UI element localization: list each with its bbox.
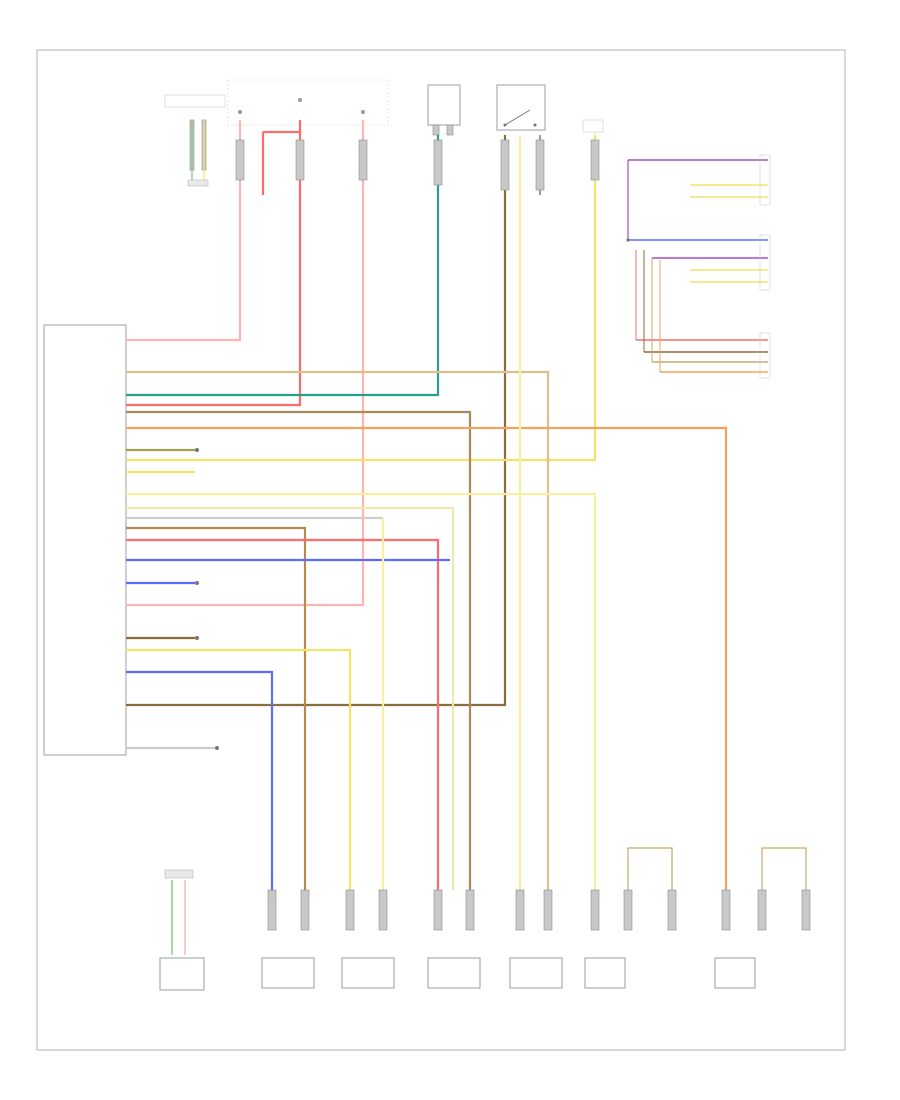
wire-pale-1	[126, 492, 597, 890]
wire-brown-3	[126, 526, 307, 890]
wire-tan-1	[126, 370, 550, 890]
control-module	[43, 324, 127, 756]
relay-fuse-box	[227, 79, 389, 126]
right-connector-block-2	[628, 234, 771, 291]
wire-brown-switch	[126, 135, 507, 707]
wire-right-loop-1	[627, 847, 673, 890]
wire-orange	[126, 426, 728, 890]
top-left-fuse-group	[164, 94, 226, 187]
wire-teal	[126, 135, 440, 397]
wire-right-loop-2	[761, 847, 807, 890]
ground-markers	[195, 238, 630, 750]
right-connector-block-1	[627, 154, 771, 240]
wire-pink-fuse	[126, 120, 242, 342]
top-connector-stubs	[235, 139, 600, 191]
wire-blue-3	[126, 670, 274, 890]
right-connector-block-3	[635, 250, 771, 379]
diagram-frame	[36, 49, 846, 1051]
wire-pink-fuse-2	[126, 120, 365, 607]
wire-red-4	[126, 538, 440, 890]
wire-yellow-3	[126, 648, 352, 890]
steering-angle-sensor	[427, 84, 461, 136]
bottom-sensors	[261, 957, 756, 989]
sensor-top-right	[582, 119, 604, 133]
wire-yellow-sensor	[126, 135, 597, 462]
wire-pale-2	[126, 506, 455, 890]
wire-brown-2	[126, 410, 472, 890]
wire-red-relay-1	[126, 120, 302, 407]
lower-left-sensor	[159, 869, 205, 991]
bottom-connector-stubs	[267, 889, 811, 931]
switch-component	[496, 84, 546, 131]
